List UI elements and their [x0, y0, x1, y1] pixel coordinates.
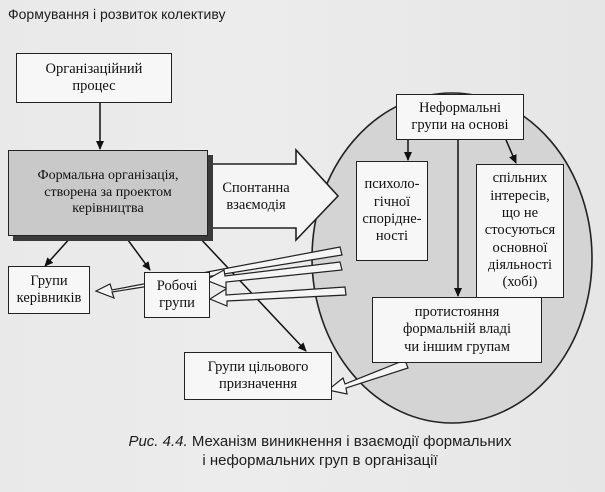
org-process-box: Організаційний процес	[16, 53, 172, 103]
figure-caption: Рис. 4.4. Механізм виникнення і взаємоді…	[60, 433, 580, 471]
hollow-arrow-to-target	[326, 359, 409, 395]
work-groups-box: Робочі групи	[144, 272, 210, 318]
spontaneous-arrow-shape	[207, 147, 340, 242]
target-groups-box: Групи цільового призначення	[184, 352, 332, 400]
informal-basis-box: Неформальні групи на основі	[396, 94, 524, 140]
common-interests-box: спільних інтересів, що не стосуються осн…	[476, 164, 564, 298]
page-header: Формування і розвиток колективу	[8, 6, 226, 22]
caption-line-1: Механізм виникнення і взаємодії формальн…	[191, 433, 512, 450]
formal-org-box: Формальна організація, створена за проек…	[8, 150, 208, 236]
hollow-arrow-work-2	[208, 286, 347, 307]
psych-affinity-box: психоло- гічної спорідне- ності	[356, 161, 428, 261]
opposition-box: протистояння формальній владі чи іншим г…	[372, 297, 542, 363]
managers-box: Групи керівників	[8, 266, 90, 314]
arrow-basis-to-interests	[505, 139, 517, 164]
hollow-arrow-to-work	[204, 261, 343, 289]
figure-number: Рис. 4.4.	[128, 433, 188, 450]
spontaneous-interaction-label: Спонтанна взаємодія	[222, 179, 290, 213]
caption-line-2: і неформальних груп в організації	[202, 451, 438, 469]
arrow-formal-to-work	[124, 235, 151, 271]
arrow-formal-to-managers	[44, 235, 73, 267]
